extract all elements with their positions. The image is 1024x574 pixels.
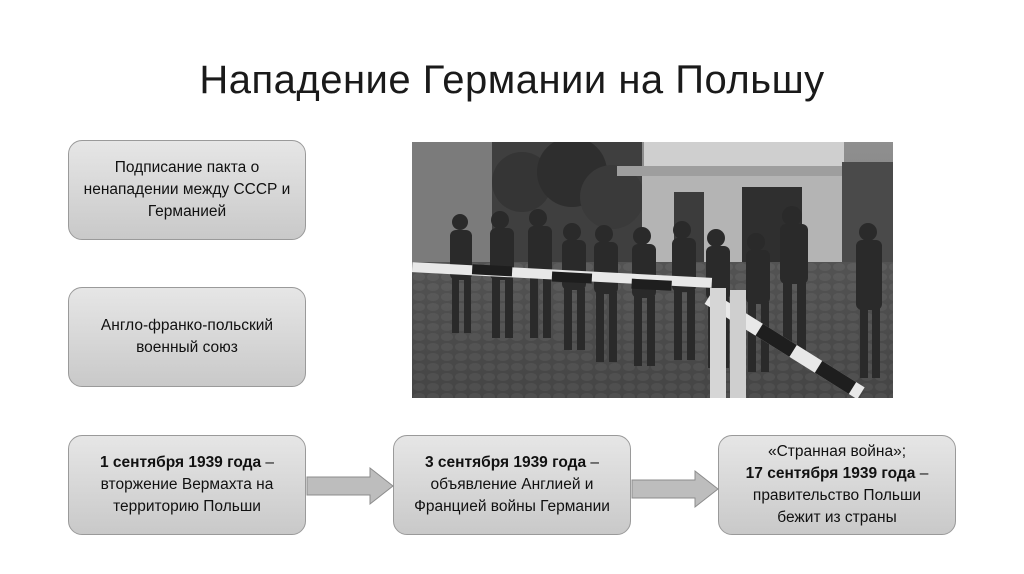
arrow-right-icon <box>631 469 719 509</box>
declaration-box: 3 сентября 1939 года – объявление Англие… <box>393 435 631 535</box>
invasion-text: 1 сентября 1939 года – вторжение Вермахт… <box>81 452 293 518</box>
phoney-war-line1: «Странная война»; <box>767 443 907 460</box>
invasion-date: 1 сентября 1939 года <box>99 454 262 471</box>
pact-box: Подписание пакта о ненападении между ССС… <box>68 140 306 240</box>
page-title: Нападение Германии на Польшу <box>199 58 825 102</box>
declaration-date: 3 сентября 1939 года <box>424 454 587 471</box>
phoney-war-date: 17 сентября 1939 года <box>745 465 916 482</box>
phoney-war-text: «Странная война»; 17 сентября 1939 года –… <box>731 441 943 529</box>
declaration-text: 3 сентября 1939 года – объявление Англие… <box>406 452 618 518</box>
invasion-box: 1 сентября 1939 года – вторжение Вермахт… <box>68 435 306 535</box>
invasion-desc: – вторжение Вермахта на территорию Польш… <box>100 454 275 515</box>
photo-illustration <box>412 142 893 398</box>
alliance-box: Англо-франко-польский военный союз <box>68 287 306 387</box>
arrow-right-icon <box>306 466 394 506</box>
pact-text: Подписание пакта о ненападении между ССС… <box>83 159 291 220</box>
border-barrier-photo <box>412 142 893 398</box>
phoney-war-desc: – правительство Польши бежит из страны <box>752 465 929 526</box>
phoney-war-box: «Странная война»; 17 сентября 1939 года –… <box>718 435 956 535</box>
declaration-desc: – объявление Англией и Францией войны Ге… <box>414 454 610 515</box>
alliance-text: Англо-франко-польский военный союз <box>100 317 274 356</box>
